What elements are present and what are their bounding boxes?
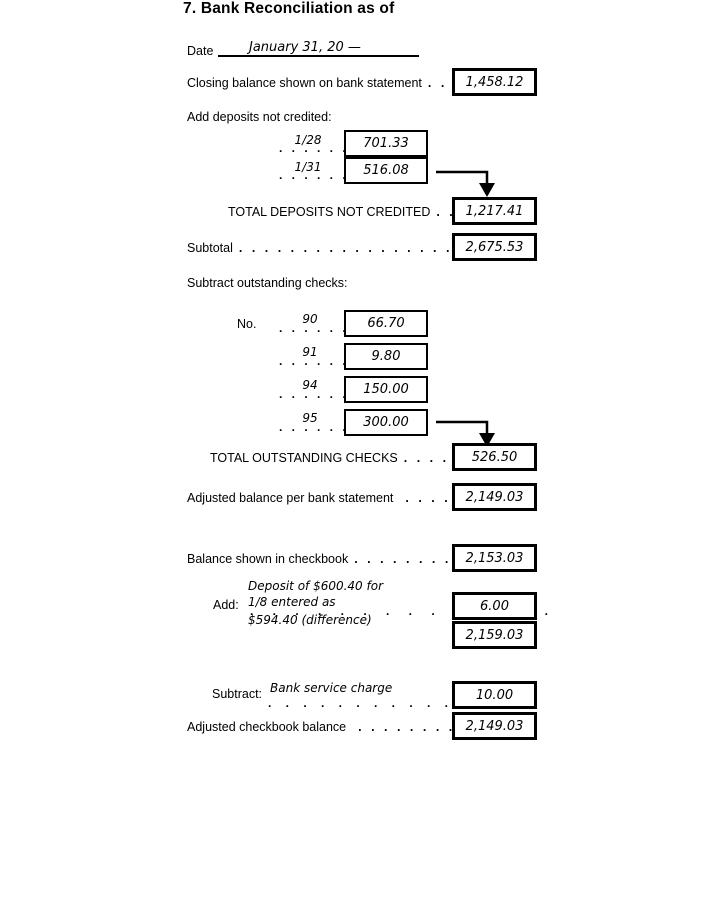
deposits-heading: Add deposits not credited: (187, 110, 332, 124)
deposit-amount: 516.08 (363, 163, 409, 178)
checks-heading: Subtract outstanding checks: (187, 276, 348, 290)
closing-balance-label: Closing balance shown on bank statement (187, 76, 422, 90)
leader-dots: . . . . . . . (279, 420, 361, 434)
leader-dots: . . . . . . . . . (354, 552, 464, 566)
total-deposits-row: TOTAL DEPOSITS NOT CREDITED . . (228, 205, 455, 219)
add-adjustment-label: Add: (213, 598, 239, 612)
flow-arrow-deposits (436, 170, 495, 197)
add-result-value: 2,159.03 (465, 627, 524, 643)
total-deposits-label: TOTAL DEPOSITS NOT CREDITED (228, 205, 431, 219)
total-checks-label: TOTAL OUTSTANDING CHECKS (210, 451, 398, 465)
leader-dots: . . . . . . (279, 141, 348, 155)
subtotal-box: 2,675.53 (452, 233, 537, 261)
check-amount-box: 300.00 (344, 409, 428, 436)
leader-dots: . . . . . . . . . . . . . . . . . . . . (238, 241, 491, 255)
check-number: 90 (302, 312, 318, 326)
page-title: 7. Bank Reconciliation as of (183, 0, 395, 17)
deposit-date: 1/28 (294, 133, 322, 147)
subtract-note: Bank service charge (270, 681, 393, 695)
checkbook-balance-row: Balance shown in checkbook . . . . . . . … (187, 552, 463, 566)
check-amount: 150.00 (363, 382, 409, 397)
leader-dots: . . . . (405, 491, 450, 505)
leader-dots: . . . . . . . (279, 354, 361, 368)
leader-dots: . . . . . . . (279, 387, 361, 401)
add-adjustment-box: 6.00 (452, 592, 537, 620)
date-label: Date (187, 44, 214, 58)
leader-dots: . . . . . (403, 451, 462, 465)
adjusted-bank-row: Adjusted balance per bank statement . . .… (187, 491, 450, 505)
flow-arrow-checks (436, 420, 495, 447)
leader-dots: . . (427, 76, 447, 90)
adjusted-checkbook-box: 2,149.03 (452, 712, 537, 740)
check-amount-box: 66.70 (344, 310, 428, 337)
check-amount: 9.80 (371, 349, 401, 364)
check-row: 90 . . . . . . . 66.70 (0, 310, 721, 337)
checks-no-label: No. (237, 317, 257, 331)
total-deposits-value: 1,217.41 (465, 203, 524, 219)
check-amount-box: 9.80 (344, 343, 428, 370)
adjusted-bank-box: 2,149.03 (452, 483, 537, 511)
closing-balance-row: Closing balance shown on bank statement.… (187, 76, 446, 90)
subtract-adjustment-value: 10.00 (475, 687, 514, 703)
date-underline (218, 40, 419, 57)
total-checks-value: 526.50 (471, 449, 518, 465)
check-number: 94 (302, 378, 318, 392)
checkbook-balance-box: 2,153.03 (452, 544, 537, 572)
total-deposits-box: 1,217.41 (452, 197, 537, 225)
add-adjustment-value: 6.00 (480, 598, 509, 614)
checkbook-balance-label: Balance shown in checkbook (187, 552, 349, 566)
checkbook-balance-value: 2,153.03 (465, 550, 524, 566)
leader-dots: . . . . . . (279, 168, 348, 182)
subtract-adjustment-box: 10.00 (452, 681, 537, 709)
add-note-line3: $594.40 (difference) (248, 613, 372, 627)
subtotal-value: 2,675.53 (465, 239, 524, 255)
adjusted-bank-value: 2,149.03 (465, 489, 524, 505)
check-number: 95 (302, 411, 318, 425)
deposit-row: 1/31 . . . . . . 516.08 (0, 157, 721, 184)
deposit-amount-box: 516.08 (344, 157, 428, 184)
adjusted-checkbook-row: Adjusted checkbook balance . . . . . . . … (187, 720, 467, 734)
total-checks-box: 526.50 (452, 443, 537, 471)
check-row: 95 . . . . . . . 300.00 (0, 409, 721, 436)
check-amount-box: 150.00 (344, 376, 428, 403)
deposit-row: 1/28 . . . . . . 701.33 (0, 130, 721, 157)
adjusted-bank-label: Adjusted balance per bank statement (187, 491, 394, 505)
deposit-date: 1/31 (294, 160, 322, 174)
add-note-line2: 1/8 entered as (248, 595, 336, 609)
deposit-amount-box: 701.33 (344, 130, 428, 157)
deposit-amount: 701.33 (363, 136, 409, 151)
add-note-line1: Deposit of $600.40 for (248, 579, 384, 593)
subtotal-row: Subtotal . . . . . . . . . . . . . . . . … (187, 241, 490, 255)
leader-dots: . . . . . . . (279, 321, 361, 335)
check-amount: 300.00 (363, 415, 409, 430)
closing-balance-box: 1,458.12 (452, 68, 537, 96)
leader-dots: . . (436, 205, 455, 219)
check-row: 91 . . . . . . . 9.80 (0, 343, 721, 370)
leader-dots: . . . . . . . . . (358, 720, 468, 734)
add-result-box: 2,159.03 (452, 621, 537, 649)
subtract-adjustment-label: Subtract: (212, 687, 263, 701)
adjusted-checkbook-label: Adjusted checkbook balance (187, 720, 347, 734)
adjusted-checkbook-value: 2,149.03 (465, 718, 524, 734)
check-number: 91 (302, 345, 318, 359)
closing-balance-value: 1,458.12 (465, 74, 524, 90)
subtotal-label: Subtotal (187, 241, 233, 255)
leader-dots: . . . . . . . . . . . . . . (268, 696, 506, 710)
total-checks-row: TOTAL OUTSTANDING CHECKS . . . . . (210, 451, 461, 465)
check-row: 94 . . . . . . . 150.00 (0, 376, 721, 403)
date-value: January 31, 20 — (249, 40, 361, 55)
check-amount: 66.70 (367, 316, 405, 331)
